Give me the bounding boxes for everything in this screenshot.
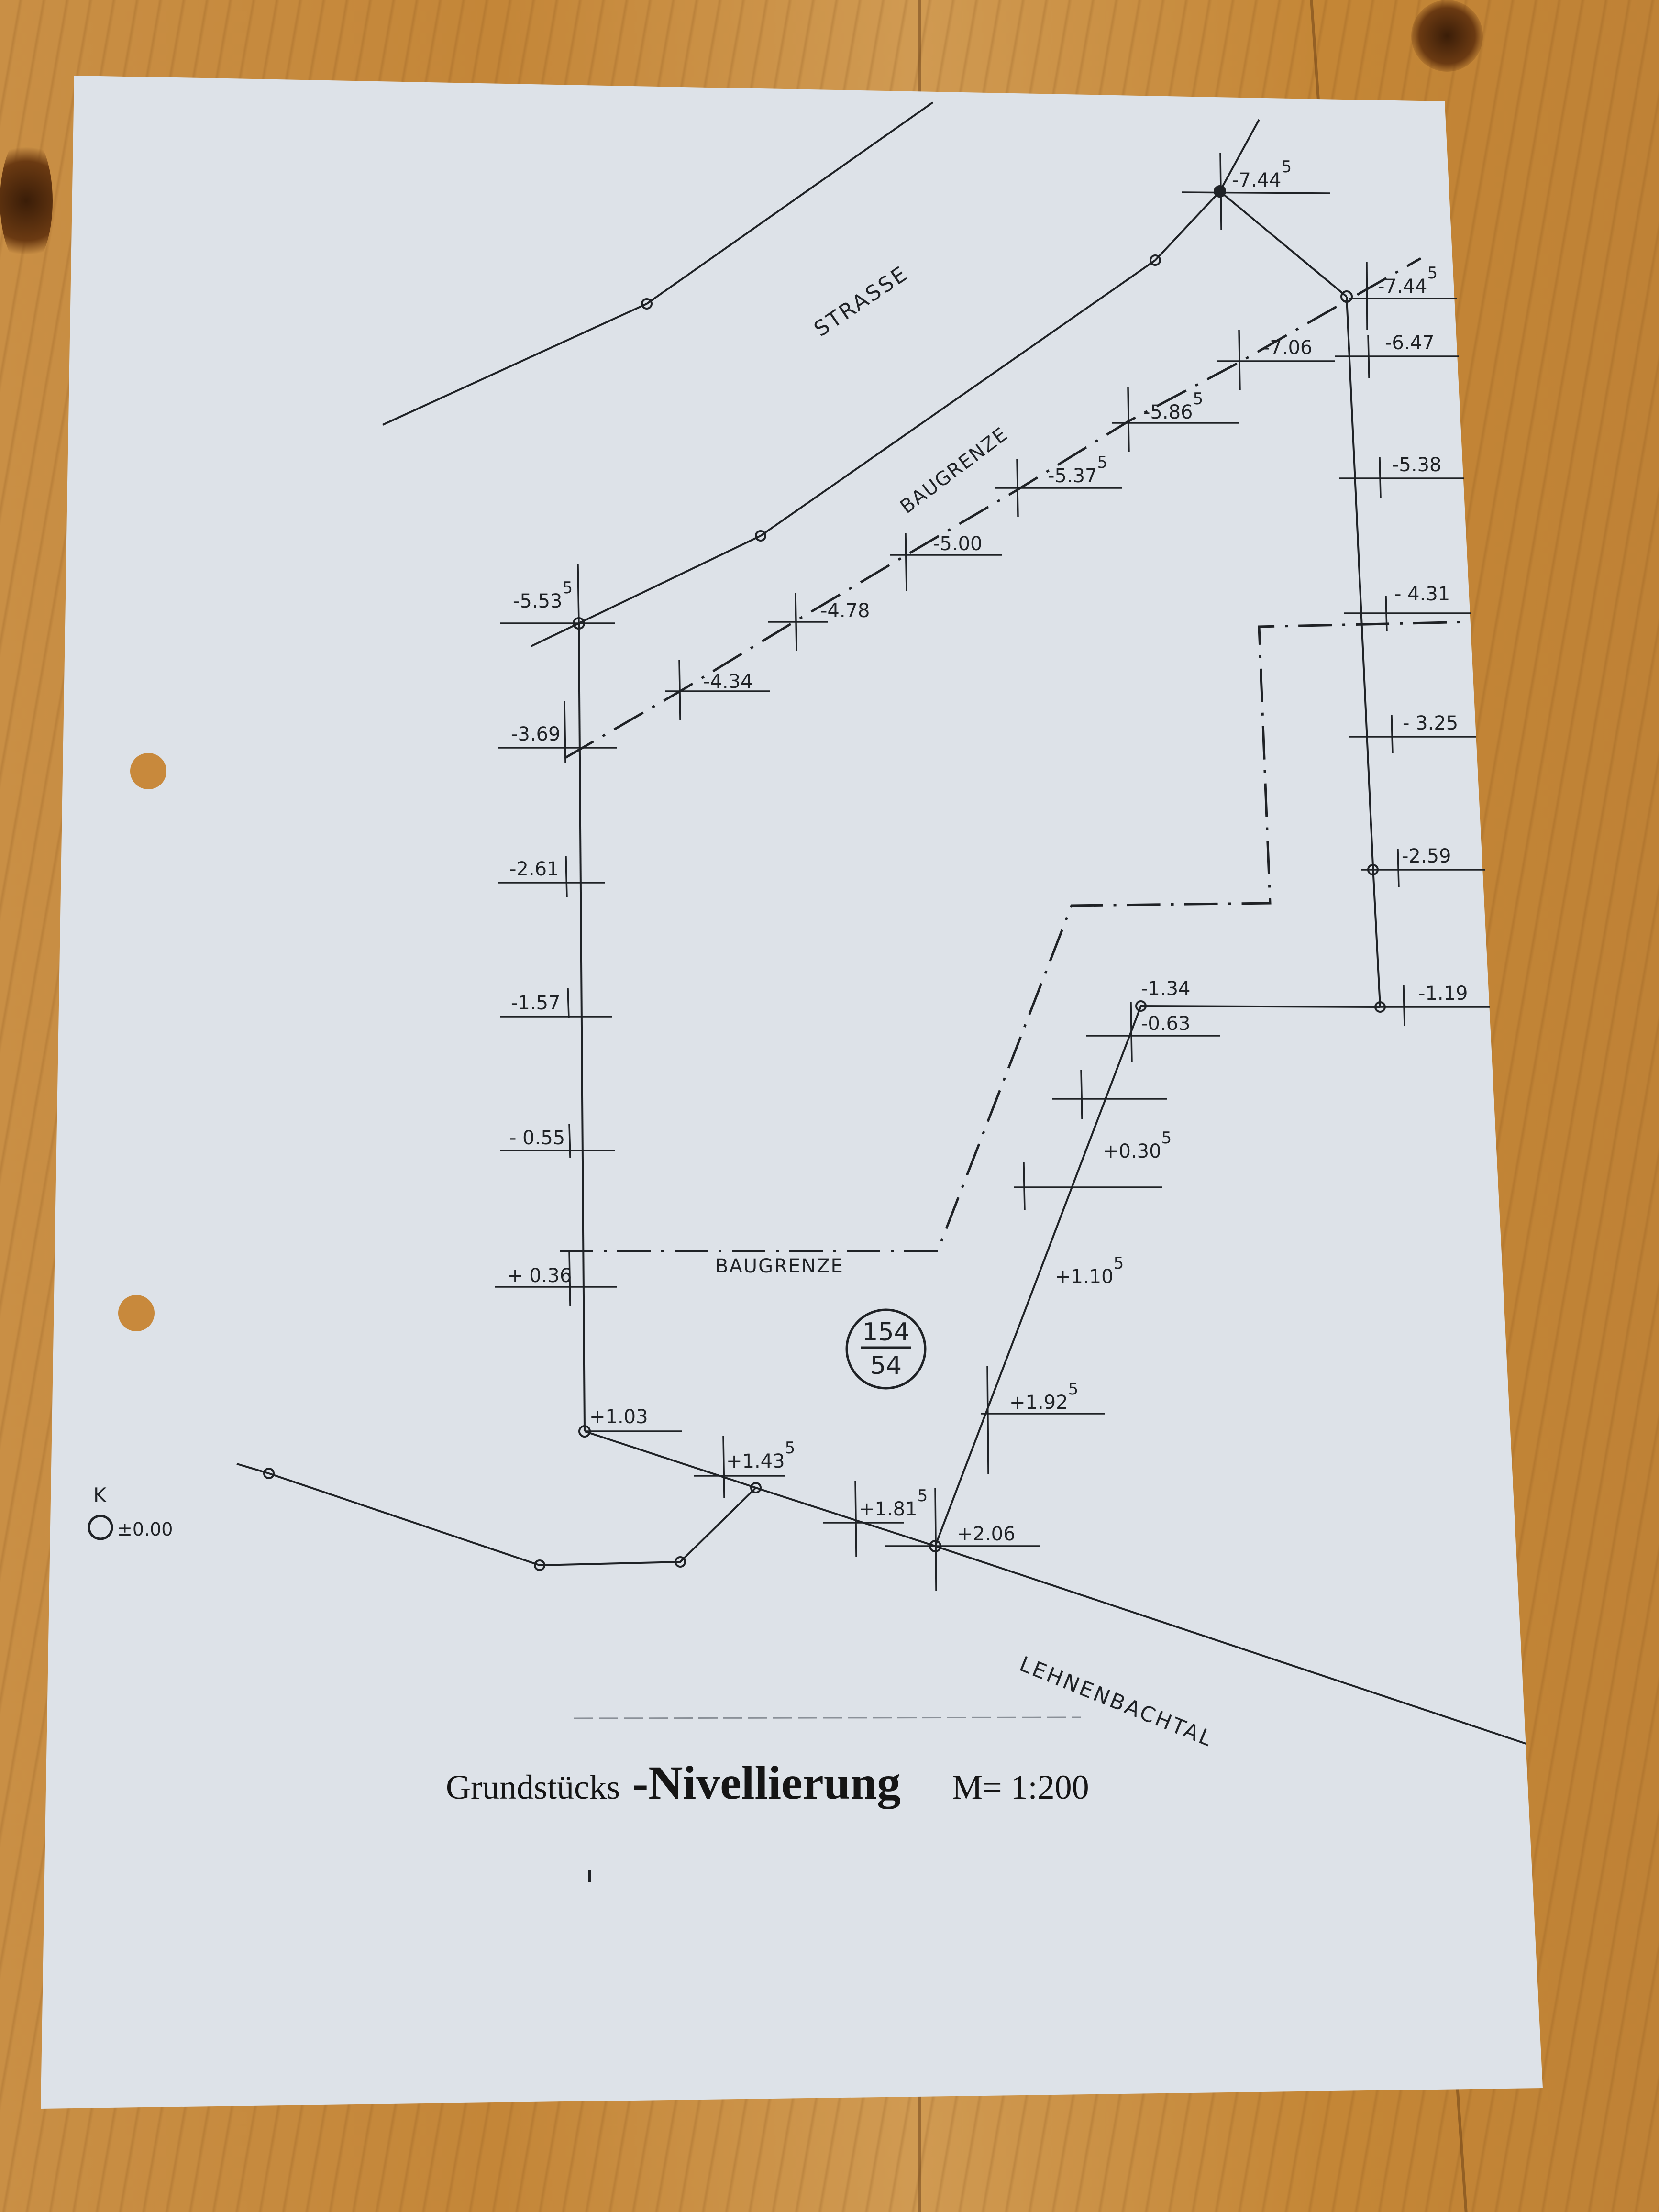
elevation-label: +1.03 <box>589 1406 648 1428</box>
survey-point <box>755 530 766 542</box>
title-main: -Nivellierung <box>632 1756 901 1809</box>
elevation-label: -2.61 <box>509 858 559 880</box>
wood-knot <box>0 134 53 268</box>
reference-benchmark: K ±0.00 <box>88 1483 173 1540</box>
elevation-label: +1.925 <box>1009 1380 1078 1414</box>
property-line-north <box>531 119 1260 647</box>
elevation-label: +0.305 <box>1103 1128 1172 1162</box>
elevation-label: -5.865 <box>1143 389 1203 423</box>
elevation-label: -0.63 <box>1141 1013 1191 1035</box>
property-line-west <box>578 623 586 1432</box>
valley-road-line <box>236 1463 757 1567</box>
street-line <box>382 101 934 426</box>
survey-point <box>750 1482 762 1493</box>
inner-boundary-line <box>934 1005 1381 1547</box>
wood-knot <box>1411 0 1483 72</box>
elevation-label: +2.06 <box>957 1523 1016 1545</box>
benchmark-letter: K <box>93 1483 107 1507</box>
elevation-label: +1.435 <box>726 1438 795 1472</box>
line-work <box>236 101 1526 1745</box>
punch-hole <box>130 753 166 789</box>
elevation-label: + 0.36 <box>507 1265 572 1287</box>
elevation-ticks <box>495 153 1490 1591</box>
elevation-label: -6.47 <box>1385 332 1435 354</box>
elevation-label: - 4.31 <box>1394 583 1450 605</box>
building-line-dashdot <box>560 257 1471 1252</box>
elevation-label: - 0.55 <box>509 1127 565 1149</box>
elevation-label: -1.57 <box>511 992 561 1014</box>
elevation-labels: -7.445 -7.445 -7.06 -6.47 -5.865 -5.38 -… <box>507 157 1468 1545</box>
elevation-label: +1.105 <box>1055 1254 1124 1288</box>
property-line-south <box>584 1430 1526 1745</box>
elevation-label: -5.375 <box>1048 453 1107 487</box>
elevation-label: -2.59 <box>1402 845 1451 867</box>
elevation-label: -5.535 <box>513 578 573 612</box>
elevation-label: -7.445 <box>1232 157 1292 191</box>
elevation-label: -5.00 <box>933 533 983 555</box>
parcel-number-bottom: 54 <box>870 1351 902 1380</box>
building-line-label-bottom: BAUGRENZE <box>715 1255 844 1277</box>
elevation-label: -3.69 <box>511 723 561 745</box>
survey-point <box>534 1559 545 1571</box>
punch-hole <box>118 1295 155 1331</box>
faint-rule <box>574 1716 1082 1719</box>
survey-point <box>641 298 653 310</box>
property-line-ne <box>1219 190 1348 298</box>
elevation-label: -1.34 <box>1141 978 1191 1000</box>
elevation-label: -7.445 <box>1378 264 1438 298</box>
title-prefix: Grundstücks <box>446 1768 620 1806</box>
benchmark-circle-icon <box>88 1515 113 1540</box>
parcel-number-badge: 154 54 <box>845 1308 927 1390</box>
elevation-label: -4.78 <box>820 600 870 622</box>
survey-point <box>1135 1000 1147 1012</box>
paper-sheet <box>41 76 1543 2109</box>
survey-point <box>675 1556 686 1568</box>
elevation-label: -4.34 <box>703 671 753 693</box>
survey-point <box>263 1468 275 1479</box>
parcel-number-top: 154 <box>862 1318 909 1347</box>
title-scale: M= 1:200 <box>952 1768 1089 1806</box>
elevation-label: -5.38 <box>1392 454 1442 476</box>
elevation-label: -7.06 <box>1263 337 1313 359</box>
benchmark-value: ±0.00 <box>117 1519 173 1540</box>
elevation-label: - 3.25 <box>1403 712 1458 734</box>
survey-point <box>1150 254 1161 266</box>
document-title: Grundstücks -Nivellierung M= 1:200 <box>446 1756 1089 1809</box>
elevation-label: +1.815 <box>859 1486 928 1520</box>
elevation-label: -1.19 <box>1418 983 1468 1005</box>
